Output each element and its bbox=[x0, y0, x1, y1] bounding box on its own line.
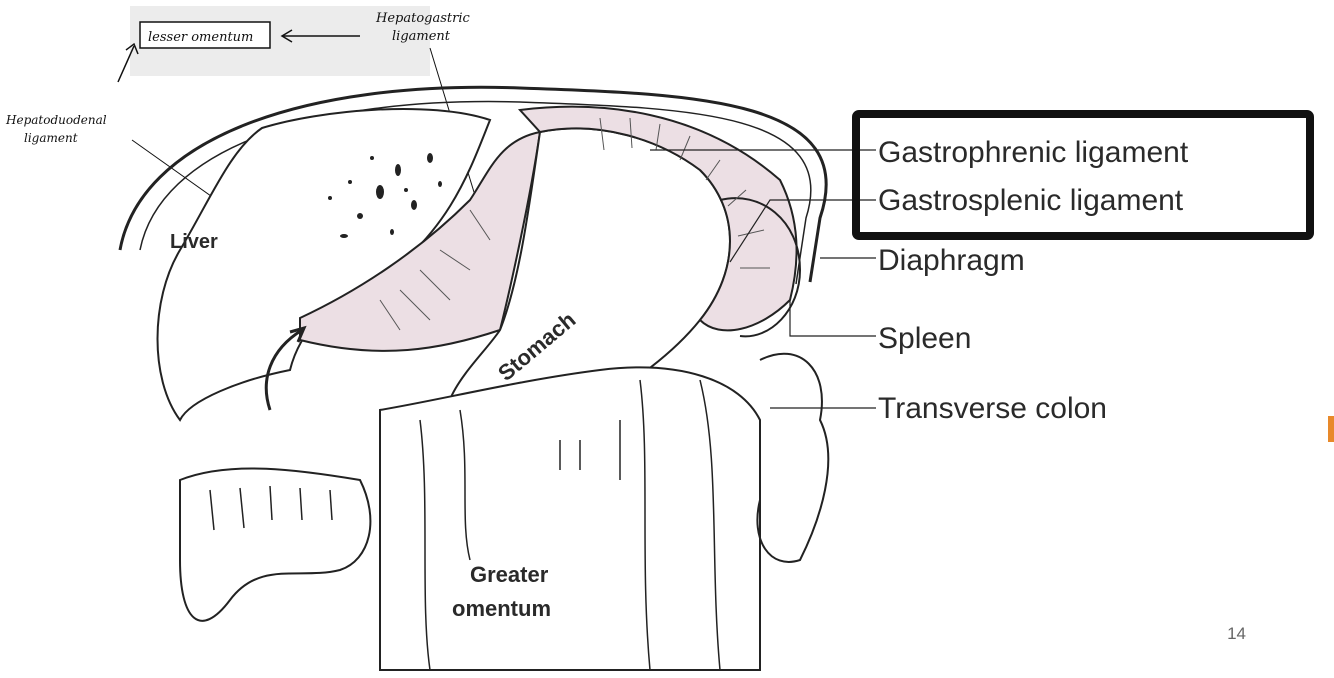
hepatogastric-label-line2: ligament bbox=[392, 29, 451, 44]
highlight-box bbox=[852, 110, 1314, 240]
liver bbox=[156, 107, 492, 422]
liver-speckles bbox=[328, 153, 442, 238]
callout-leaders bbox=[650, 149, 876, 409]
liver-label: Liver bbox=[170, 231, 218, 253]
hepatoduodenal-arrow bbox=[117, 45, 135, 83]
hepatoduodenal-label-line1: Hepatoduodenal bbox=[5, 113, 107, 127]
diaphragm-label: Diaphragm bbox=[878, 244, 1025, 277]
gastrosplenic-ligament-label: Gastrosplenic ligament bbox=[878, 184, 1184, 217]
accent-marker bbox=[1328, 416, 1334, 442]
hepatoduodenal-annotation: Hepatoduodenal ligament bbox=[5, 42, 353, 297]
anatomy-drawing bbox=[118, 85, 830, 671]
gastrophrenic-region bbox=[517, 105, 798, 332]
hepatogastric-label-line1: Hepatogastric bbox=[375, 11, 470, 26]
greater-omentum bbox=[379, 366, 761, 671]
diaphragm-outline bbox=[118, 85, 828, 283]
transverse-colon-right bbox=[756, 352, 830, 563]
ligament-hatching bbox=[379, 117, 770, 331]
greater-omentum-label-line1: Greater bbox=[470, 562, 549, 587]
gastrophrenic-ligament-label: Gastrophrenic ligament bbox=[878, 136, 1189, 169]
hepatoduodenal-label-line2: ligament bbox=[24, 131, 78, 145]
page-number: 14 bbox=[1227, 624, 1246, 643]
foramen-arrow bbox=[264, 328, 303, 411]
lesser-omentum-label: lesser omentum bbox=[148, 30, 253, 45]
greater-omentum-label-line2: omentum bbox=[452, 596, 551, 621]
spleen-outline bbox=[719, 197, 802, 338]
colon-left bbox=[179, 467, 372, 622]
spleen-label: Spleen bbox=[878, 322, 971, 355]
lesser-omentum-annotation: lesser omentum bbox=[139, 21, 271, 49]
greater-omentum-folds bbox=[419, 379, 721, 671]
transverse-colon-label: Transverse colon bbox=[878, 392, 1107, 425]
